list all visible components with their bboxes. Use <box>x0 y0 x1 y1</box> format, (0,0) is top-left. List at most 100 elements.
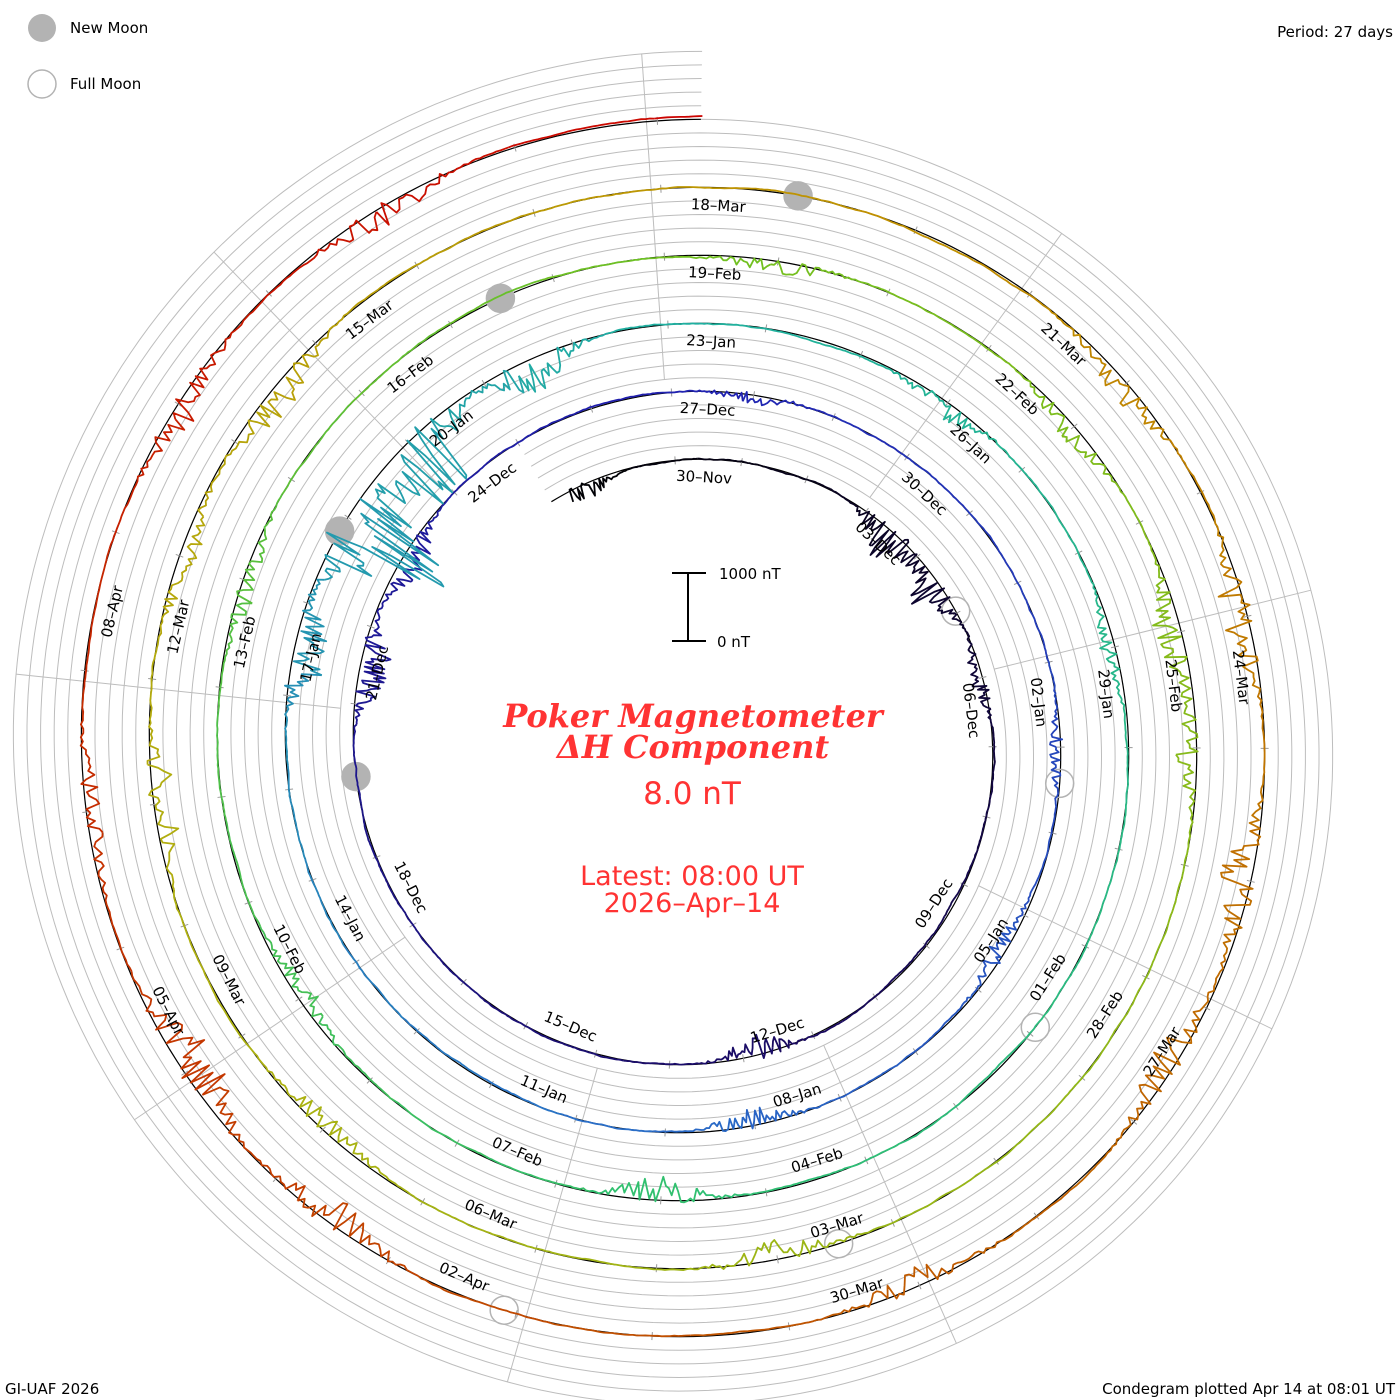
trace-segment <box>343 944 405 1020</box>
trace-segment <box>828 1262 958 1318</box>
trace-segment <box>541 257 656 281</box>
trace-segment <box>352 723 362 804</box>
trace-segment <box>770 260 885 291</box>
trace-segment <box>485 1155 590 1192</box>
trace-segment <box>260 211 379 303</box>
trace-segment <box>985 998 1057 1079</box>
trace-segment <box>287 765 307 860</box>
day-tick <box>752 391 755 400</box>
trace-segment <box>216 709 227 821</box>
new-moon-marker <box>783 181 813 211</box>
grid-ring <box>26 64 1320 1392</box>
trace-segment <box>623 1059 700 1066</box>
trace-segment <box>267 307 354 418</box>
trace-segment <box>318 1015 394 1101</box>
day-tick <box>913 553 921 560</box>
trace-segment <box>130 971 226 1096</box>
day-tick <box>1196 490 1205 495</box>
trace-segment <box>901 1077 988 1144</box>
new-moon-legend-icon <box>28 14 56 42</box>
trace-segment <box>360 803 387 879</box>
trace-segment <box>695 1181 803 1200</box>
date-label: 09–Dec <box>911 875 956 931</box>
day-tick <box>372 855 381 859</box>
date-label: 18–Dec <box>390 858 431 916</box>
full-moon-marker <box>489 1295 519 1325</box>
scale-bottom-label: 0 nT <box>717 633 751 651</box>
trace-segment <box>297 1197 419 1277</box>
grid-spoke <box>506 1068 598 1383</box>
trace-segment <box>392 1099 487 1158</box>
trace-segment <box>741 391 827 415</box>
chart-title: Poker Magnetometer <box>502 697 885 735</box>
date-label: 29–Jan <box>1094 668 1118 720</box>
day-tick <box>181 1070 189 1076</box>
trace-segment <box>898 374 983 435</box>
day-tick <box>923 942 930 949</box>
trace-segment <box>202 1086 306 1202</box>
trace-segment <box>1140 524 1182 639</box>
date-label: 09–Mar <box>208 951 249 1009</box>
day-tick <box>811 1031 816 1040</box>
day-tick <box>319 1126 326 1133</box>
day-tick <box>481 379 487 388</box>
trace-segment <box>1139 874 1184 989</box>
trace-segment <box>652 1116 744 1133</box>
trace-segment <box>1049 746 1062 835</box>
trace-segment <box>630 457 698 470</box>
trace-segment <box>402 1017 479 1076</box>
day-tick <box>1246 879 1255 883</box>
day-tick <box>1070 423 1078 430</box>
trace-segment <box>1061 434 1142 525</box>
trace-segment <box>578 391 661 413</box>
trace-segment <box>197 404 282 518</box>
date-label: 03–Dec <box>852 518 905 569</box>
trace-segment <box>437 279 543 332</box>
day-tick <box>366 624 375 629</box>
trace-segment <box>173 889 223 1008</box>
trace-segment <box>967 640 992 710</box>
full-moon-marker <box>1044 768 1075 799</box>
trace-segment <box>690 1315 830 1337</box>
trace-segment <box>172 301 263 422</box>
day-tick <box>960 882 968 887</box>
date-label: 23–Jan <box>686 331 737 352</box>
trace-segment <box>986 708 996 781</box>
trace-segment <box>699 1033 774 1065</box>
day-tick <box>1177 630 1186 633</box>
trace-segment <box>588 186 721 200</box>
period-label: Period: 27 days <box>1277 23 1393 41</box>
trace-segment <box>841 972 900 1023</box>
day-tick <box>174 401 182 407</box>
trace-segment <box>720 187 852 210</box>
trace-segment <box>976 780 994 852</box>
day-tick <box>366 1077 373 1084</box>
trace-segment <box>1072 1074 1162 1189</box>
trace-segment <box>1175 754 1196 875</box>
trace-segment <box>956 1187 1074 1264</box>
date-label: 27–Dec <box>679 399 735 420</box>
date-label: 11–Jan <box>518 1071 571 1107</box>
trace-segment <box>1018 834 1053 918</box>
trace-segment <box>568 467 632 503</box>
new-moon-marker <box>485 283 516 314</box>
trace-segment <box>771 1020 843 1053</box>
day-tick <box>1048 831 1057 835</box>
day-tick <box>295 996 303 1002</box>
trace-segment <box>829 488 886 547</box>
day-tick <box>1130 1118 1138 1125</box>
trace-segment <box>898 915 946 975</box>
trace-segment <box>158 516 206 638</box>
day-tick <box>80 669 89 672</box>
date-label: 24–Dec <box>465 459 520 507</box>
day-tick <box>978 676 987 679</box>
chart-subtitle: ΔH Component <box>555 728 829 766</box>
day-tick <box>655 1264 658 1273</box>
day-tick <box>551 274 555 283</box>
trace-segment <box>324 498 445 588</box>
day-tick <box>917 1281 922 1290</box>
day-tick <box>945 399 951 407</box>
trace-segment <box>217 602 253 710</box>
full-moon-legend-label: Full Moon <box>70 75 141 93</box>
